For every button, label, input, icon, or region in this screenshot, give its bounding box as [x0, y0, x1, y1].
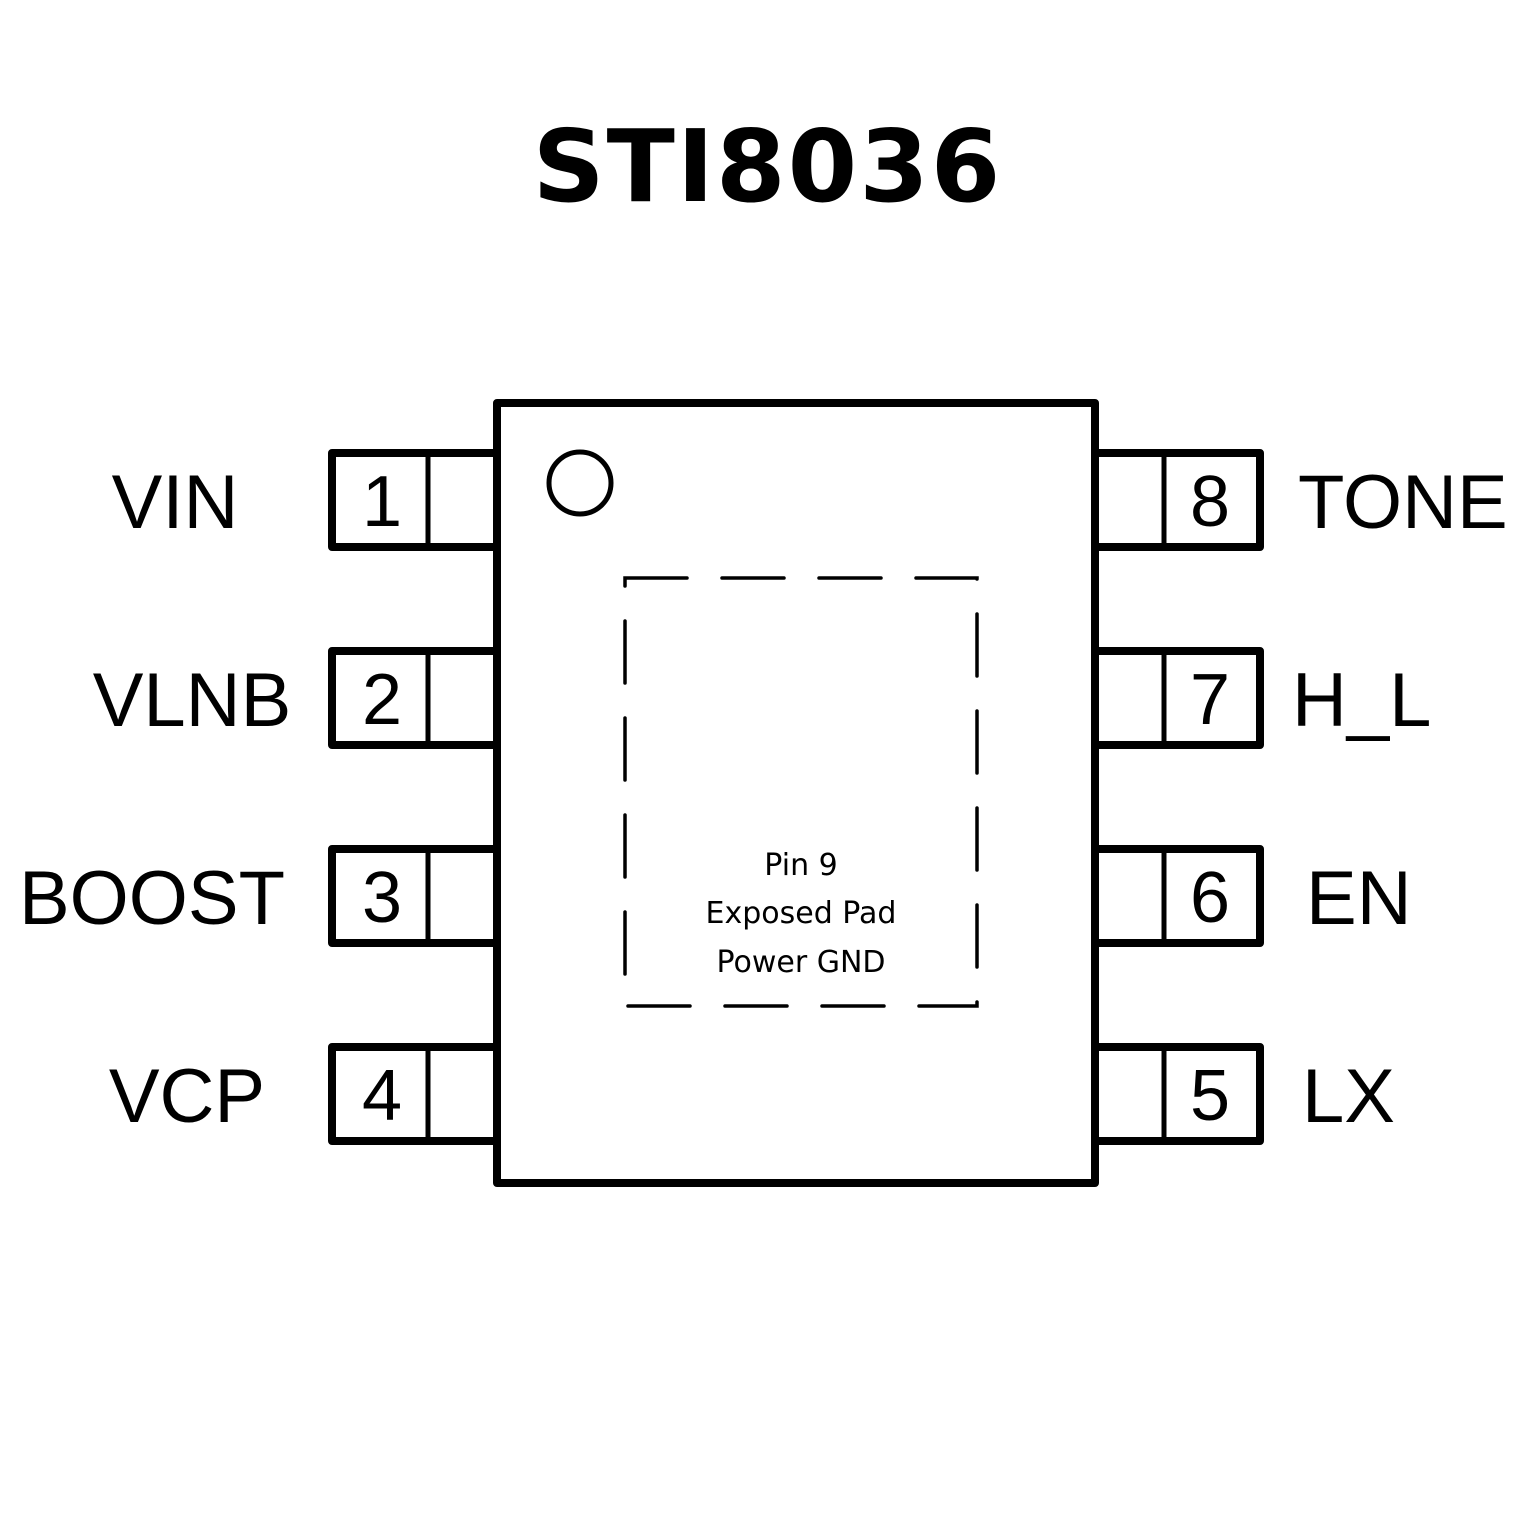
pin-number: 6 [1190, 858, 1230, 938]
pin-name: VCP [109, 1054, 265, 1139]
pin-number: 3 [362, 858, 402, 938]
pin-number: 1 [362, 462, 402, 542]
pin-number: 2 [362, 660, 402, 740]
exposed-pad-line-3: Power GND [716, 945, 885, 980]
pin1-marker-icon [546, 449, 614, 517]
pin-3: 3 BOOST [19, 845, 497, 947]
pin-lead [1095, 845, 1264, 947]
pin-number: 7 [1190, 660, 1230, 740]
pin-6: 6 EN [1095, 845, 1412, 947]
pin-lead [328, 449, 497, 551]
pin-8: 8 TONE [1095, 449, 1508, 551]
pin-name: LX [1302, 1054, 1395, 1139]
pin-name: BOOST [19, 856, 285, 941]
pin-1: 1 VIN [112, 449, 497, 551]
exposed-pad-line-1: Pin 9 [764, 848, 837, 883]
pin-number: 8 [1190, 462, 1230, 542]
pin-lead [328, 1043, 497, 1145]
pin-2: 2 VLNB [93, 647, 497, 749]
pin-lead [1095, 1043, 1264, 1145]
pin-7: 7 H_L [1095, 647, 1431, 749]
chip-title: STI8036 [532, 108, 1003, 225]
pin-5: 5 LX [1095, 1043, 1395, 1145]
pin-4: 4 VCP [109, 1043, 497, 1145]
pin-name: TONE [1298, 460, 1508, 545]
pin-number: 5 [1190, 1056, 1230, 1136]
pin-lead [328, 647, 497, 749]
exposed-pad-line-2: Exposed Pad [706, 896, 897, 931]
pin-name: H_L [1292, 658, 1431, 743]
pin-name: VLNB [93, 658, 292, 743]
pin-name: EN [1306, 856, 1412, 941]
pin-number: 4 [362, 1056, 402, 1136]
pin-lead [1095, 449, 1264, 551]
chip-body [493, 399, 1099, 1187]
pin-name: VIN [112, 460, 239, 545]
pin-lead [1095, 647, 1264, 749]
pin-lead [328, 845, 497, 947]
